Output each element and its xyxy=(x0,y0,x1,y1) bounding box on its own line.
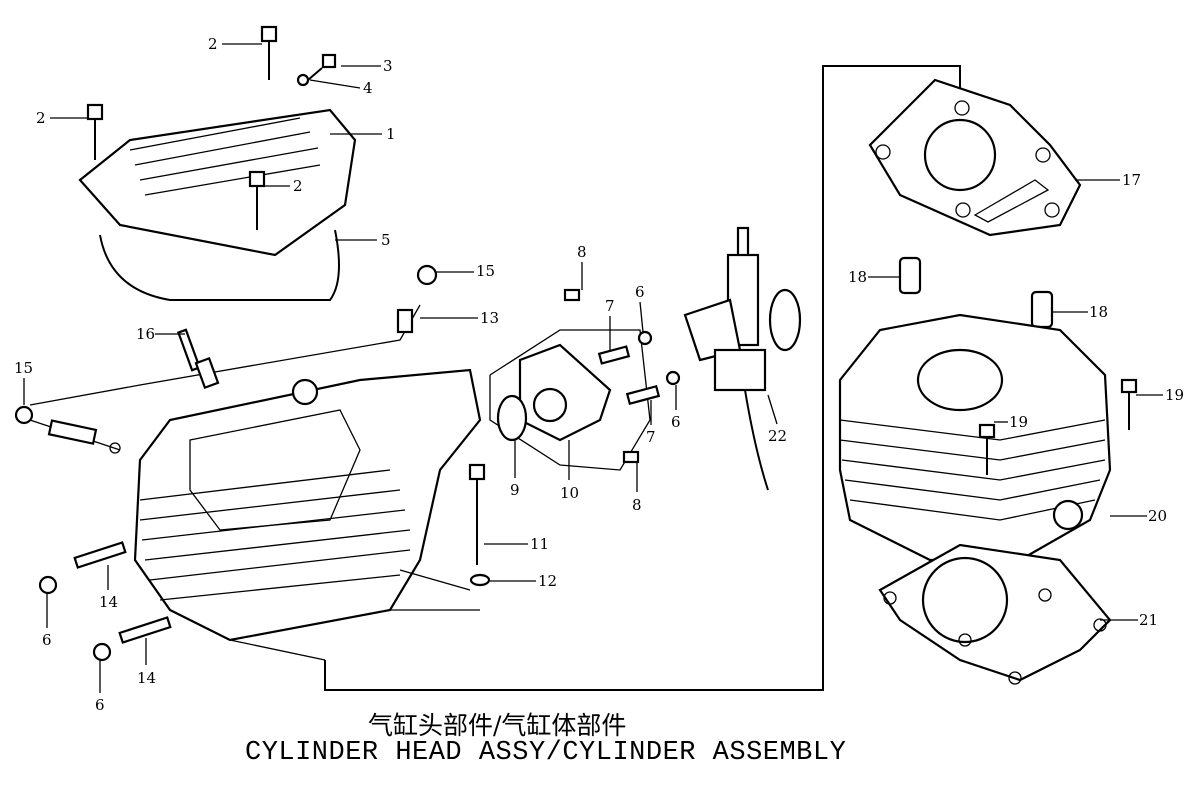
stud xyxy=(92,616,172,662)
cylinder-group-bracket xyxy=(324,65,961,691)
callout-6: 6 xyxy=(95,696,105,714)
callout-17: 17 xyxy=(1122,171,1141,189)
bolt xyxy=(296,53,337,87)
cylinder-base-gasket xyxy=(878,543,1112,685)
callout-18: 18 xyxy=(848,268,867,286)
stud xyxy=(38,541,127,595)
diagram-title-chinese: 气缸头部件/气缸体部件 xyxy=(368,711,627,740)
callout-11: 11 xyxy=(530,535,549,553)
callout-10: 10 xyxy=(560,484,579,502)
leader-lines xyxy=(23,43,1163,693)
callout-12: 12 xyxy=(538,572,557,590)
callout-6: 6 xyxy=(671,413,681,431)
carburetor xyxy=(683,226,802,491)
callout-14: 14 xyxy=(137,669,156,687)
stud-bolt xyxy=(1120,378,1138,430)
bolt xyxy=(260,25,278,80)
callout-19: 19 xyxy=(1009,413,1028,431)
valve-cap-left xyxy=(14,405,121,454)
callout-5: 5 xyxy=(381,231,391,249)
callout-21: 21 xyxy=(1139,611,1158,629)
bolt xyxy=(248,170,266,230)
diagram-title-english: CYLINDER HEAD ASSY/CYLINDER ASSEMBLY xyxy=(245,738,847,768)
callout-15: 15 xyxy=(476,262,495,280)
callout-2: 2 xyxy=(293,177,303,195)
callout-19: 19 xyxy=(1165,386,1184,404)
stud-bolt xyxy=(978,423,996,475)
callout-8: 8 xyxy=(632,496,642,514)
callout-1: 1 xyxy=(386,125,396,143)
long-bolt xyxy=(468,463,491,587)
callout-20: 20 xyxy=(1148,507,1167,525)
callout-2: 2 xyxy=(208,35,218,53)
callout-7: 7 xyxy=(646,428,656,446)
callout-15: 15 xyxy=(14,359,33,377)
valve-cap xyxy=(396,264,438,334)
callout-labels: 2 3 4 2 1 2 5 15 13 16 15 8 7 6 6 7 9 10… xyxy=(14,35,1184,714)
callout-2: 2 xyxy=(36,109,46,127)
cylinder-block xyxy=(838,313,1112,562)
cylinder-head-gasket xyxy=(868,78,1082,237)
cylinder-head xyxy=(29,304,482,661)
callout-13: 13 xyxy=(480,309,499,327)
callout-16: 16 xyxy=(136,325,155,343)
callout-9: 9 xyxy=(510,481,520,499)
cover-gasket xyxy=(99,229,340,301)
callout-4: 4 xyxy=(363,79,373,97)
cylinder-head-cover xyxy=(78,108,357,301)
callout-14: 14 xyxy=(99,593,118,611)
callout-6: 6 xyxy=(635,283,645,301)
dowel-pin xyxy=(898,256,922,295)
callout-8: 8 xyxy=(577,243,587,261)
bolt xyxy=(86,103,104,160)
spark-plug xyxy=(176,328,220,390)
callout-18: 18 xyxy=(1089,303,1108,321)
intake-manifold xyxy=(489,288,681,471)
callout-6: 6 xyxy=(42,631,52,649)
dowel-pin xyxy=(1030,290,1054,329)
callout-7: 7 xyxy=(605,297,615,315)
callout-3: 3 xyxy=(383,57,393,75)
callout-22: 22 xyxy=(768,427,787,445)
